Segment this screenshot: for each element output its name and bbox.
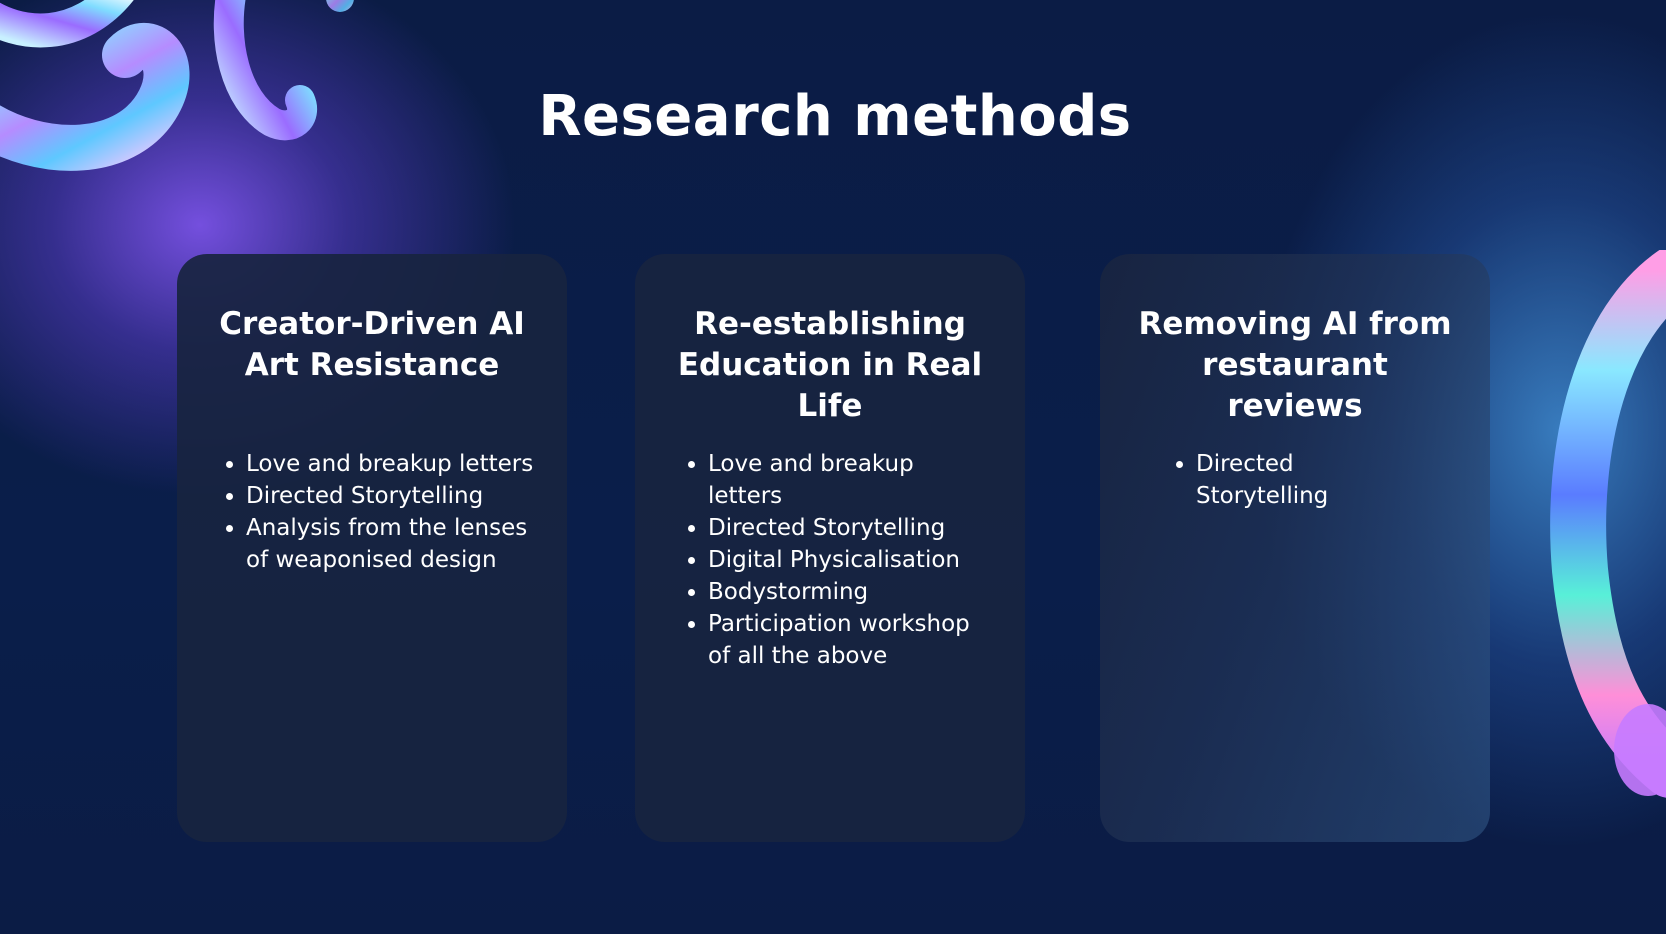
method-card-3: Removing AI from restaurant reviews [1100,254,1490,842]
page-title: Research methods [538,84,1132,149]
card-3-bullet-list: Directed Storytelling [1176,448,1346,512]
list-item: Love and breakup letters [688,448,988,512]
list-item: Directed Storytelling [226,480,546,512]
list-item: Analysis from the lenses of weaponised d… [226,512,546,576]
list-item: Participation workshop of all the above [688,608,988,672]
card-title: Re-establishing Education in Real Life [677,306,983,424]
card-1-bullet-list: Love and breakup letters Directed Storyt… [226,448,546,576]
list-item: Bodystorming [688,576,988,608]
card-title: Removing AI from restaurant reviews [1138,306,1452,424]
list-item: Directed Storytelling [688,512,988,544]
right-edge-strip [1666,0,1670,934]
method-card-2: Re-establishing Education in Real Life [635,254,1025,842]
list-item: Directed Storytelling [1176,448,1346,512]
method-card-1: Creator-Driven AI Art Resistance [177,254,567,842]
holographic-ring-icon [1550,250,1670,798]
card-2-bullet-list: Love and breakup letters Directed Storyt… [688,448,988,672]
list-item: Love and breakup letters [226,448,546,480]
card-title: Creator-Driven AI Art Resistance [219,306,525,383]
list-item: Digital Physicalisation [688,544,988,576]
